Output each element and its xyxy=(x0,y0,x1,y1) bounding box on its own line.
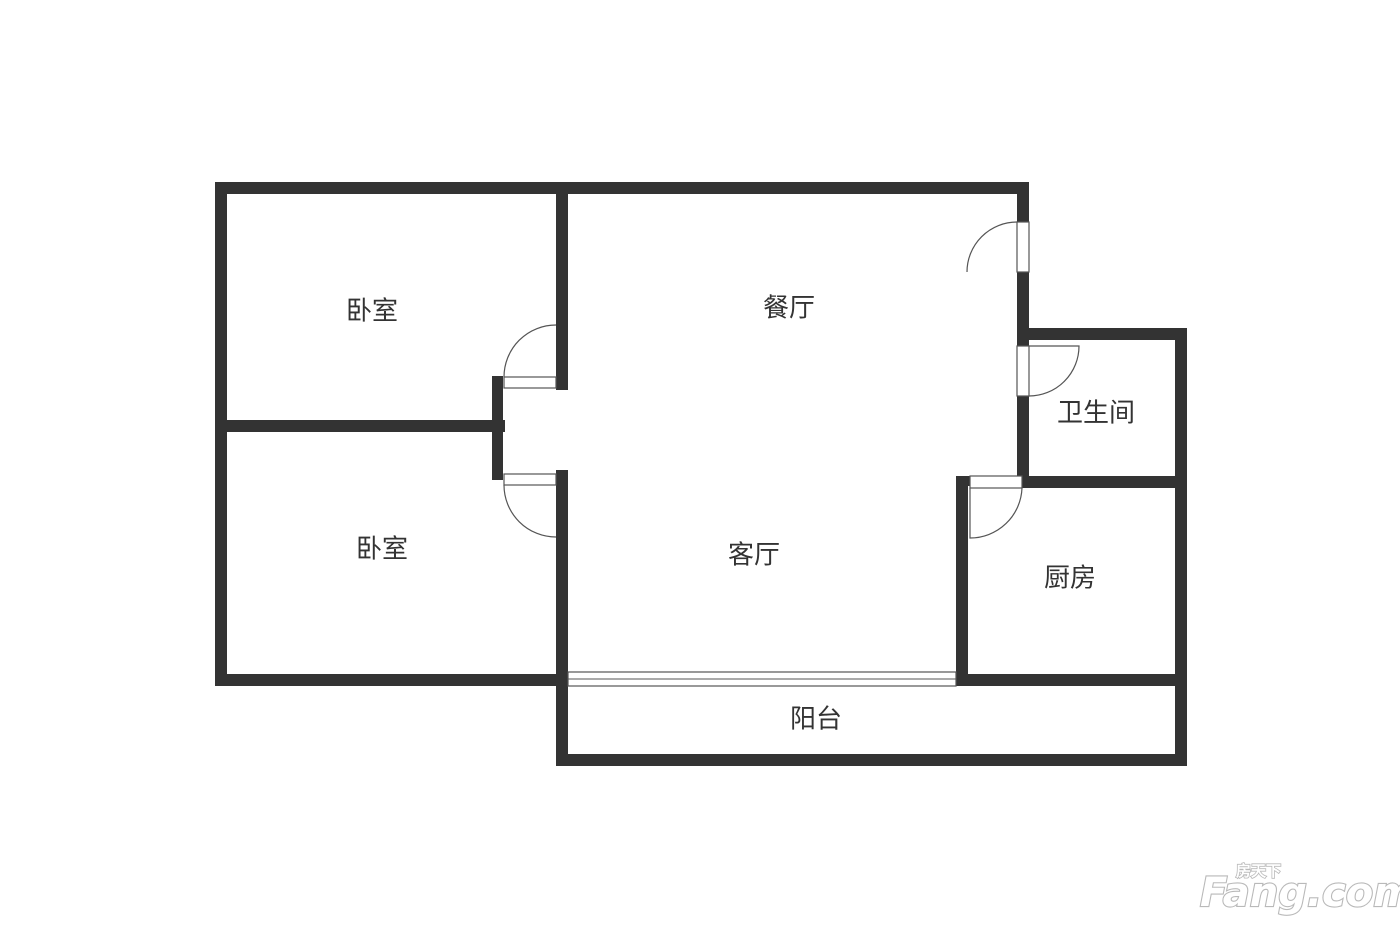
wall-kitchen-top-stub xyxy=(956,476,974,486)
wall-top xyxy=(215,182,1029,194)
wall-balcony-bottom xyxy=(556,754,1187,766)
wall-far-right xyxy=(1175,328,1187,766)
room-label-bedroom-bottom: 卧室 xyxy=(356,535,408,565)
door-bathroom xyxy=(1016,345,1080,397)
room-label-kitchen: 厨房 xyxy=(1044,564,1096,594)
door-entry xyxy=(966,221,1030,273)
balcony-window xyxy=(567,671,957,687)
room-label-bedroom-top: 卧室 xyxy=(346,297,398,327)
wall-corridor-stub xyxy=(492,376,503,480)
door-kitchen xyxy=(969,475,1023,539)
wall-kitchen-left xyxy=(956,476,968,686)
room-label-bathroom: 卫生间 xyxy=(1057,399,1135,429)
room-labels: 卧室 卧室 餐厅 客厅 卫生间 厨房 阳台 xyxy=(346,294,1135,735)
wall-right-lower xyxy=(1017,396,1029,476)
wall-center-upper xyxy=(556,194,568,390)
watermark-brand: Fang.com xyxy=(1200,870,1400,916)
wall-bath-top xyxy=(1017,328,1187,340)
door-bedroom-top xyxy=(503,324,557,389)
wall-right-mid xyxy=(1017,272,1029,346)
wall-bottom-left xyxy=(215,674,570,686)
wall-right-upper xyxy=(1017,182,1029,222)
watermark-chinese: 房天下 xyxy=(1236,862,1281,880)
wall-center-lower xyxy=(556,470,568,766)
room-label-living: 客厅 xyxy=(728,541,780,571)
door-bedroom-bottom xyxy=(503,473,557,538)
walls xyxy=(215,182,1187,766)
wall-left xyxy=(215,182,227,686)
room-label-balcony: 阳台 xyxy=(790,705,842,735)
wall-bedroom-divider xyxy=(215,420,505,432)
wall-bath-kitchen xyxy=(1017,476,1187,488)
room-label-dining: 餐厅 xyxy=(763,294,815,324)
watermark-logo: Fang.com 房天下 xyxy=(1199,861,1400,917)
wall-kitchen-bottom xyxy=(956,674,1187,686)
